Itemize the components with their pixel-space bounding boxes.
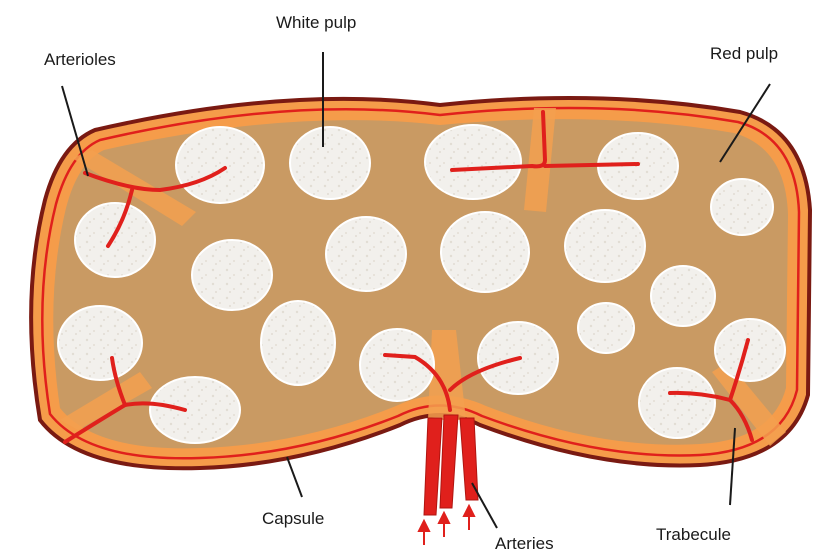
arteries [424, 415, 478, 515]
label-trabecule: Trabecule [656, 525, 731, 545]
label-white-pulp: White pulp [276, 13, 356, 33]
label-red-pulp: Red pulp [710, 44, 778, 64]
label-capsule: Capsule [262, 509, 324, 529]
label-arterioles: Arterioles [44, 50, 116, 70]
label-arteries: Arteries [495, 534, 554, 554]
